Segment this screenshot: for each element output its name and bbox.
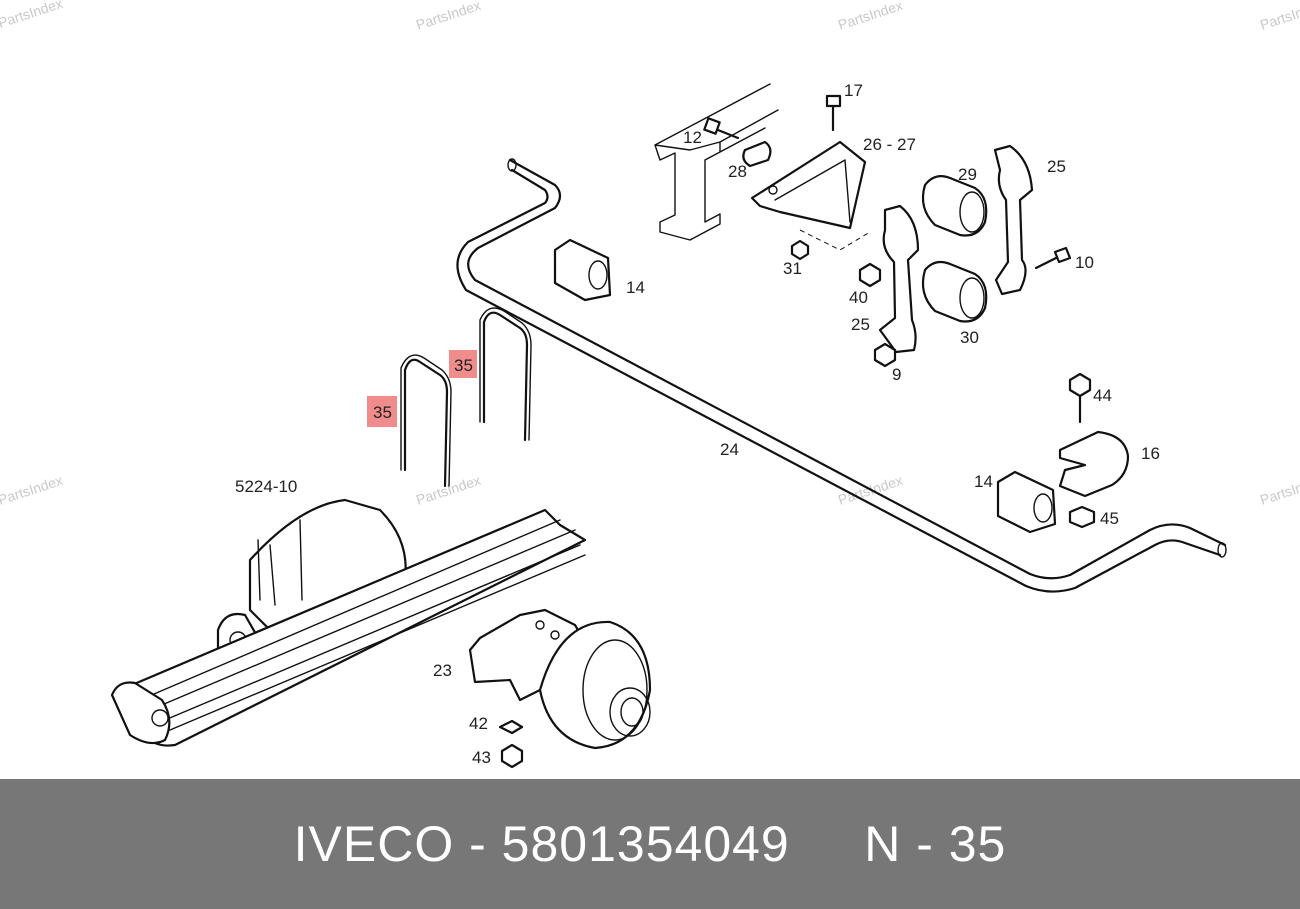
nut-45 bbox=[1068, 505, 1096, 529]
callout-labels: 17 12 26 - 27 28 29 25 31 10 14 40 25 30… bbox=[235, 81, 1160, 767]
highlight-box bbox=[367, 396, 397, 427]
callout-29: 29 bbox=[958, 165, 977, 184]
callout-28: 28 bbox=[728, 162, 747, 181]
bolt-44 bbox=[1068, 372, 1092, 424]
callout-14-lower: 14 bbox=[974, 472, 993, 491]
axle-assembly-5224-10 bbox=[110, 498, 587, 747]
callout-35-left: 35 bbox=[373, 403, 392, 422]
u-bolt-35-right bbox=[479, 307, 532, 442]
watermark: PartsIndex bbox=[1258, 472, 1300, 508]
parts-diagram: PartsIndex PartsIndex PartsIndex PartsIn… bbox=[0, 0, 1300, 769]
bolt-10 bbox=[1034, 246, 1072, 270]
nut-31 bbox=[790, 239, 810, 261]
bar-bushing-14-upper bbox=[553, 238, 612, 302]
callout-30: 30 bbox=[960, 328, 979, 347]
washer-42 bbox=[498, 719, 524, 735]
callout-24: 24 bbox=[720, 440, 739, 459]
callout-14-upper: 14 bbox=[626, 278, 645, 297]
callout-12: 12 bbox=[683, 128, 702, 147]
clamp-25-upper bbox=[993, 144, 1034, 296]
callout-35-right: 35 bbox=[454, 356, 473, 375]
callout-25-upper: 25 bbox=[1047, 157, 1066, 176]
callout-44: 44 bbox=[1093, 386, 1112, 405]
watermark: PartsIndex bbox=[836, 0, 905, 33]
bracket-16 bbox=[1058, 430, 1130, 498]
bar-bushing-14-lower bbox=[996, 470, 1057, 534]
bolt-17 bbox=[825, 94, 842, 132]
callout-26-27: 26 - 27 bbox=[863, 135, 916, 154]
watermark: PartsIndex bbox=[0, 472, 65, 508]
callout-10: 10 bbox=[1075, 253, 1094, 272]
callout-43: 43 bbox=[472, 748, 491, 767]
u-bolt-35-left bbox=[400, 354, 452, 488]
nut-9 bbox=[873, 342, 897, 368]
callout-25-lower: 25 bbox=[851, 315, 870, 334]
clamp-25-lower bbox=[878, 204, 920, 354]
part-number-caption: IVECO - 5801354049 N - 35 bbox=[293, 816, 1007, 872]
bushing-28 bbox=[742, 140, 772, 168]
stabilizer-bar-24 bbox=[456, 158, 1227, 593]
watermark: PartsIndex bbox=[1258, 0, 1300, 33]
callout-45: 45 bbox=[1100, 509, 1119, 528]
callout-9: 9 bbox=[892, 365, 901, 384]
part-info-footer: IVECO - 5801354049 N - 35 bbox=[0, 779, 1300, 909]
rubber-bushing-29 bbox=[921, 175, 988, 237]
callout-42: 42 bbox=[469, 714, 488, 733]
callout-40: 40 bbox=[849, 288, 868, 307]
watermark: PartsIndex bbox=[414, 0, 483, 33]
bracket-26-27 bbox=[750, 140, 871, 251]
highlighted-callout-35-left[interactable]: 35 bbox=[367, 396, 397, 427]
callout-5224-10: 5224-10 bbox=[235, 477, 297, 496]
wheel-hub bbox=[538, 620, 652, 750]
watermark: PartsIndex bbox=[414, 472, 483, 508]
watermark: PartsIndex bbox=[0, 0, 65, 31]
highlighted-callout-35-right[interactable]: 35 bbox=[449, 350, 477, 378]
callout-31: 31 bbox=[783, 259, 802, 278]
highlight-box bbox=[449, 350, 477, 378]
nut-40 bbox=[858, 262, 882, 288]
callout-23: 23 bbox=[433, 661, 452, 680]
callout-17: 17 bbox=[844, 81, 863, 100]
callout-16: 16 bbox=[1141, 444, 1160, 463]
watermarks: PartsIndex PartsIndex PartsIndex PartsIn… bbox=[0, 0, 1300, 508]
bolt-12 bbox=[703, 117, 740, 140]
nut-43 bbox=[500, 743, 524, 769]
frame-rail bbox=[654, 83, 779, 241]
rubber-bushing-30 bbox=[921, 260, 988, 323]
